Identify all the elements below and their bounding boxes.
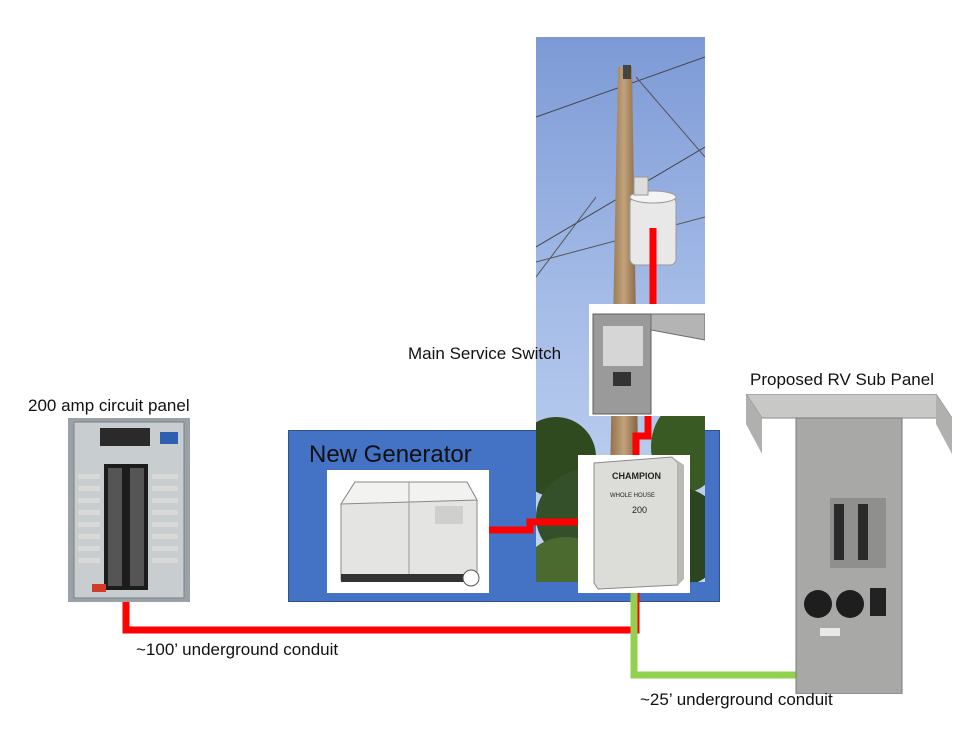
circuit-panel-icon [68, 418, 190, 602]
conduit-25-label: ~25’ underground conduit [640, 690, 833, 709]
new-generator-label: New Generator [309, 441, 472, 468]
rv-sub-panel-icon [745, 393, 953, 695]
rv-sub-panel-label: Proposed RV Sub Panel [750, 370, 934, 389]
circuit-panel-label: 200 amp circuit panel [28, 396, 190, 415]
transfer-switch-brand: CHAMPION [612, 471, 661, 481]
service-switch-icon [589, 304, 706, 416]
main-service-switch-label: Main Service Switch [408, 344, 562, 363]
transfer-switch-icon: CHAMPION WHOLE HOUSE 200 [578, 455, 690, 593]
transfer-switch-rating: 200 [632, 505, 647, 515]
transfer-switch-line: WHOLE HOUSE [610, 493, 655, 499]
generator-icon [327, 470, 489, 593]
conduit-100-label: ~100’ underground conduit [136, 640, 339, 659]
